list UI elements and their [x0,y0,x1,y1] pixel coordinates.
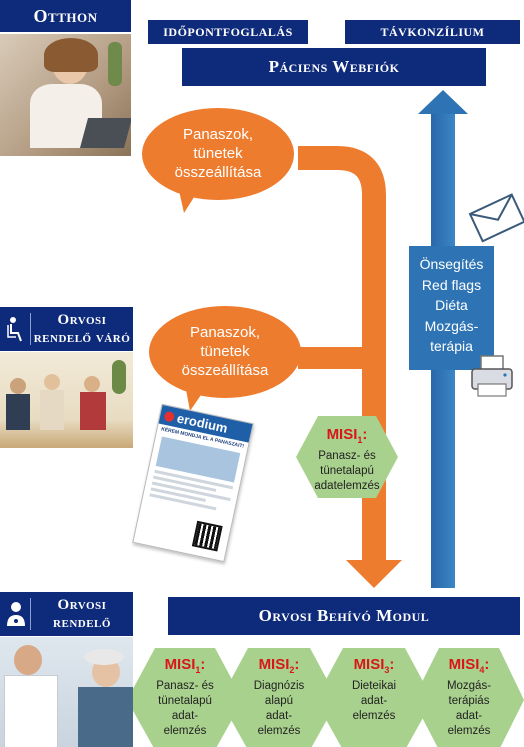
appointment-button[interactable]: IDŐPONTFOGLALÁS [148,20,308,44]
patient-portal-box[interactable]: Páciens Webfiók [182,48,486,86]
location-home-title: Otthon [0,0,131,32]
misi-middle-hexagon [296,416,398,498]
return-items-list: Önsegítés Red flags Diéta Mozgás- terápi… [409,254,494,357]
waiting-room-line1: Orvosi [57,312,107,328]
waiting-room-line2: rendelő váró [33,330,131,346]
office-line1: Orvosi [57,597,107,613]
return-item: Red flags [421,276,482,293]
misi-middle: MISI1: Panasz- és tünetalapú adatelemzés [314,426,380,492]
module-title-bar[interactable]: Orvosi Behívó Modul [168,597,520,635]
bubble-middle-shape [149,306,301,411]
envelope-icon [468,193,524,243]
blue-return-arrow [409,90,494,588]
orange-flow-arrow [298,146,402,588]
flyer-qr-code [191,520,223,552]
bubble-top: Panaszok, tünetek összeállítása [174,126,262,181]
patient-chair-icon [4,313,31,345]
misi-module-hexagons [127,648,524,747]
location-office-header: Orvosi rendelő [0,592,133,636]
return-item: Önsegítés [419,256,484,272]
return-item: terápia [430,338,473,354]
doctor-icon [4,598,31,630]
misi-module-1[interactable]: MISI1: Panasz- és tünetalapú adat- elemz… [156,656,214,737]
location-waiting-room-header: Orvosi rendelő váró [0,307,133,351]
printer-icon [471,355,513,397]
bubble-top-shape [142,108,294,213]
misi-module-4[interactable]: MISI4: Mozgás- terápiás adat- elemzés [446,656,492,737]
home-photo [0,34,131,156]
misi-module-3[interactable]: MISI3: Dieteikai adat- elemzés [351,656,397,722]
waiting-room-photo [0,352,133,448]
office-line2: rendelő [53,615,111,631]
teleconsult-button[interactable]: TÁVKONZÍLIUM [345,20,520,44]
return-item: Diéta [435,297,468,313]
flyer-logo-icon [163,410,176,423]
misi-module-2[interactable]: MISI2: Diagnózis alapú adat- elemzés [253,656,305,737]
return-item: Mozgás- [424,317,479,334]
office-photo [0,637,133,747]
bubble-middle: Panaszok, tünetek összeállítása [181,324,269,379]
